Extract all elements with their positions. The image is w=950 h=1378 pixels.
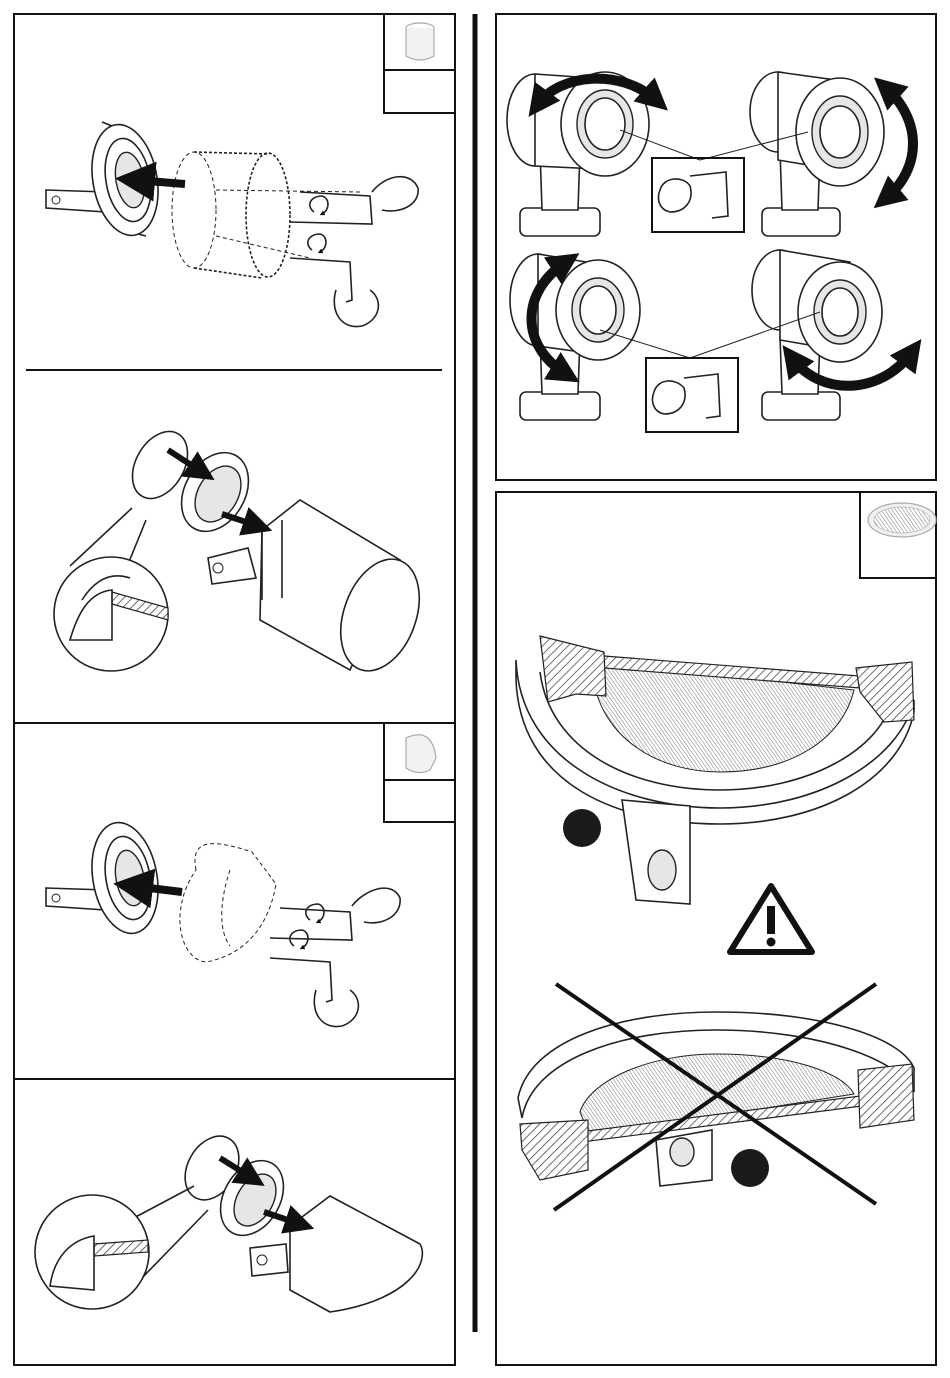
light-head-bracket-2: [46, 817, 166, 938]
hex-key-tighten-lower-2: [270, 930, 358, 1027]
cylinder-light-body: [208, 500, 434, 682]
angled-shade-icon: [384, 723, 455, 822]
hex-key-tighten-upper: [290, 177, 418, 224]
incorrect-lens-section: [518, 1012, 914, 1187]
cylinder-shade-icon: [384, 14, 455, 113]
lens-disc-icon: [860, 492, 936, 578]
panel-mount-cylinder-shade: [46, 14, 455, 327]
magnifier-detail-icon-2: [35, 1186, 208, 1309]
correct-lens-section: [516, 636, 914, 904]
panel-mount-angled-shade: [46, 723, 455, 1027]
hex-key-tighten-upper-2: [270, 888, 400, 940]
warning-triangle-icon: [730, 886, 812, 952]
spotlight-bottom-right: [752, 250, 912, 420]
spotlight-top-right: [750, 72, 913, 236]
hex-key-tighten-lower: [290, 234, 378, 327]
spotlight-bottom-left: [510, 254, 640, 420]
spotlight-top-left: [507, 72, 656, 236]
push-arrow: [135, 180, 185, 184]
magnifier-detail-icon: [54, 508, 168, 671]
panel-insert-angled-lens: [35, 1127, 422, 1312]
angled-shade: [180, 844, 276, 962]
panel-insert-cylinder-lens: [54, 422, 434, 682]
panel-lens-orientation: [516, 492, 936, 1210]
correct-indicator-dot: [563, 809, 601, 847]
panel-rotate-head-adjustment: [507, 72, 913, 432]
incorrect-indicator-dot: [731, 1149, 769, 1187]
cylinder-shade: [172, 152, 360, 278]
